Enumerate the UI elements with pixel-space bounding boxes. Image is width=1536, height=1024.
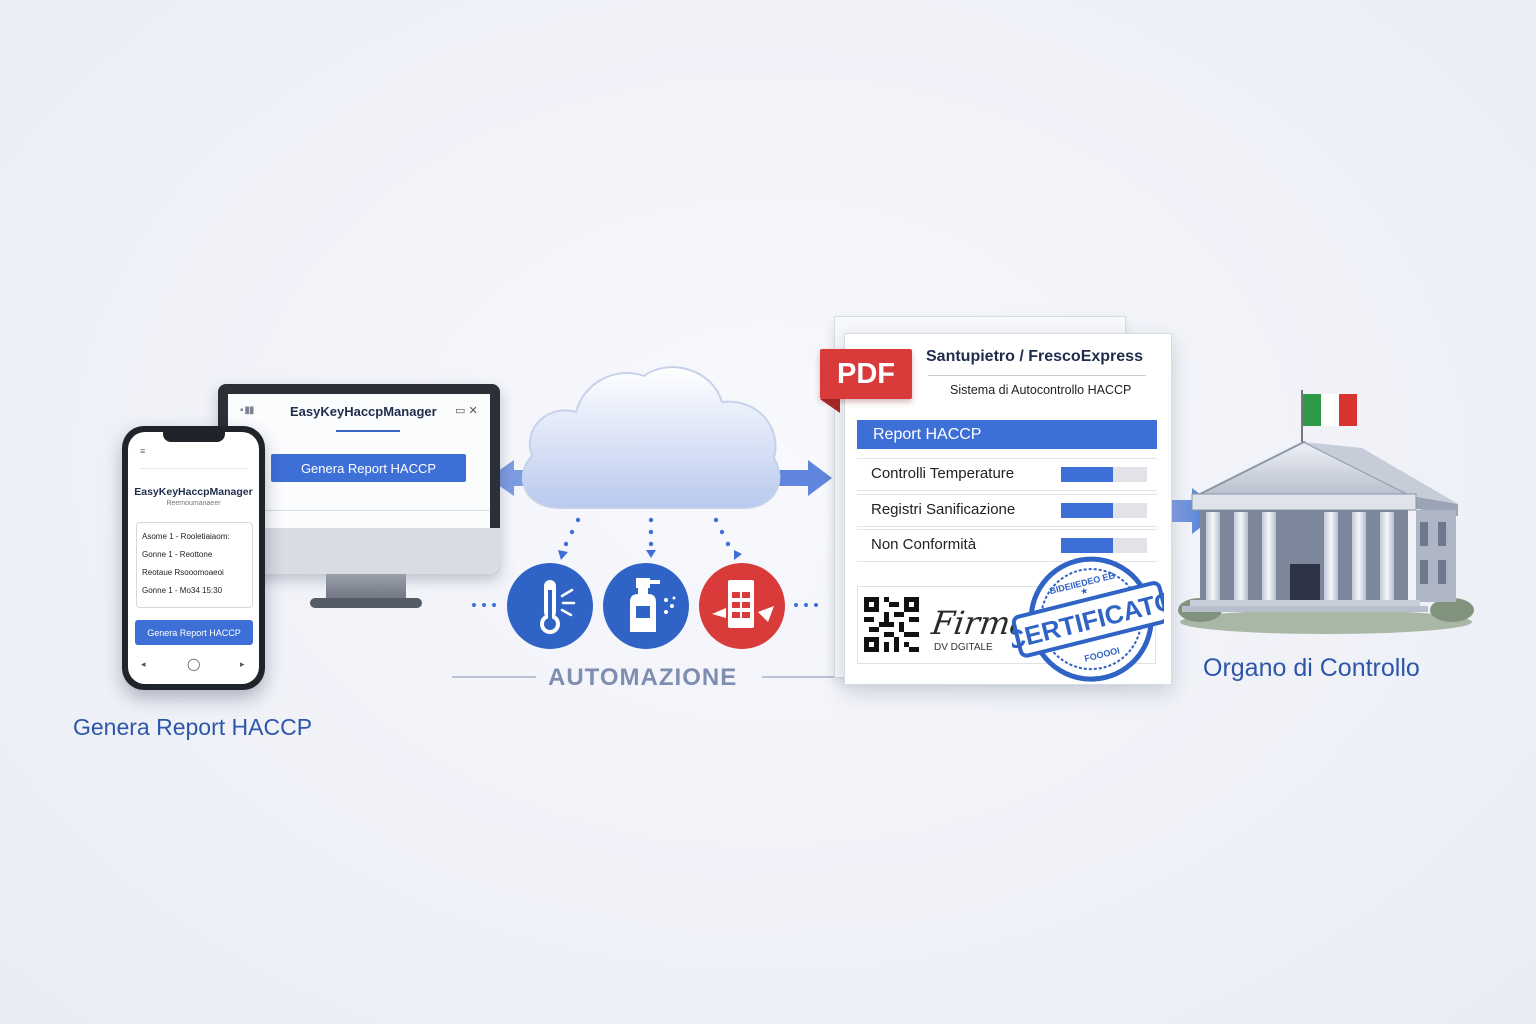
- pdf-badge-fold: [820, 399, 840, 413]
- back-icon[interactable]: ◂: [141, 659, 146, 669]
- window-controls-icon[interactable]: ▭ ✕: [455, 405, 478, 417]
- row-label: Registri Sanificazione: [871, 501, 1016, 518]
- spray-bottle-icon: [603, 563, 689, 649]
- progress-track: [1061, 467, 1147, 482]
- report-system: Sistema di Autocontrollo HACCP: [950, 383, 1132, 397]
- mobile-line: Gonne 1 - Reottone: [142, 550, 213, 559]
- progress-fill: [1061, 467, 1113, 482]
- thermometer-icon: [507, 563, 593, 649]
- automazione-rule-right: [762, 676, 834, 678]
- home-icon[interactable]: ◯: [187, 657, 201, 671]
- caption-control-authority: Organo di Controllo: [1203, 654, 1420, 682]
- qr-code-icon: [864, 597, 919, 652]
- screen-divider: [228, 510, 490, 511]
- automazione-label: AUTOMAZIONE: [548, 664, 738, 691]
- pdf-badge: PDF: [820, 349, 912, 399]
- cloud-icon: [521, 366, 781, 509]
- arrow-monitor-cloud: [488, 460, 540, 496]
- certified-stamp-icon: CERTIFICATO BIDEIIEDEO EB ★ FOOOOI: [1012, 556, 1164, 682]
- progress-fill: [1061, 503, 1113, 518]
- mobile-line: Asome 1 - Rooletiaiaom:: [142, 532, 230, 541]
- mobile-line: Gonne 1 - Mo34 15:30: [142, 586, 223, 595]
- svg-text:★: ★: [1079, 585, 1089, 597]
- report-header: Report HACCP: [857, 420, 1157, 449]
- flag-red: [1339, 394, 1357, 426]
- title-underline: [336, 430, 400, 432]
- recent-icon[interactable]: ▸: [240, 659, 245, 669]
- report-row: Controlli Temperature: [857, 458, 1157, 491]
- progress-fill: [1061, 538, 1113, 553]
- signature-label: DV DGITALE: [934, 642, 993, 653]
- report-row: Non Conformità: [857, 529, 1157, 562]
- desktop-generate-report-button[interactable]: Genera Report HACCP: [271, 454, 466, 482]
- mobile-app-title: EasyKeyHaccpManager: [134, 486, 253, 498]
- mobile-info-card: [136, 522, 253, 608]
- monitor-stand: [326, 574, 406, 600]
- signal-bars-icon: ▪ ▮▮: [240, 405, 254, 416]
- report-row: Registri Sanificazione: [857, 494, 1157, 527]
- automazione-rule-left: [452, 676, 536, 678]
- progress-track: [1061, 538, 1147, 553]
- monitor-base: [310, 598, 422, 608]
- desktop-app-title: EasyKeyHaccpManager: [290, 404, 437, 419]
- flag-green: [1303, 394, 1321, 426]
- cleaning-sponge-icon: [699, 563, 785, 649]
- row-label: Controlli Temperature: [871, 465, 1015, 482]
- phone-divider: [140, 468, 248, 469]
- caption-generate-report: Genera Report HACCP: [73, 714, 313, 740]
- government-building-icon: [1178, 390, 1474, 634]
- row-label: Non Conformità: [871, 536, 977, 553]
- title-rule: [928, 375, 1146, 376]
- mobile-line: Reotaue Rsooomoaeoi: [142, 568, 224, 577]
- mobile-generate-report-button[interactable]: Genera Report HACCP: [135, 620, 253, 645]
- arrow-cloud-document: [770, 460, 832, 496]
- monitor-chin: [218, 528, 500, 574]
- progress-track: [1061, 503, 1147, 518]
- report-company: Santupietro / FrescoExpress: [926, 348, 1143, 365]
- phone-notch: [163, 432, 225, 442]
- menu-icon[interactable]: ≡: [140, 446, 146, 456]
- mobile-app-subtitle: Reemoumanaeer: [166, 500, 221, 507]
